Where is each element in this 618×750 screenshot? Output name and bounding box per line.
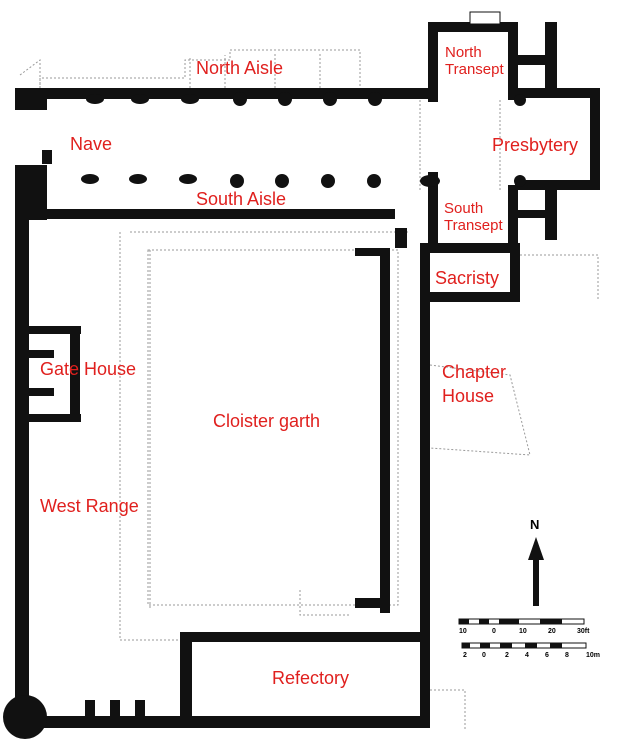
label-sacristy: Sacristy (435, 268, 500, 288)
scale-ft-label-0: 10 (459, 628, 467, 635)
dotted-outlines (19, 49, 599, 730)
north-arrow (528, 537, 544, 606)
scale-m-label-5: 8 (565, 652, 569, 659)
label-north-aisle: North Aisle (196, 58, 284, 78)
label-cloister-garth: Cloister garth (213, 411, 321, 431)
label-presbytery: Presbytery (492, 135, 579, 155)
north-label: N (530, 517, 540, 532)
label-nave: Nave (70, 134, 113, 154)
scale-m-label-6: 10m (586, 652, 601, 659)
scale-m-label-0: 2 (463, 652, 467, 659)
label-north-transept: North Transept (445, 44, 504, 78)
scale-m-label-2: 2 (505, 652, 509, 659)
label-gate-house: Gate House (40, 359, 137, 379)
label-refectory: Refectory (272, 668, 350, 688)
scale-m-label-3: 4 (525, 652, 529, 659)
label-west-range: West Range (40, 496, 139, 516)
scale-m-label-1: 0 (482, 652, 486, 659)
scale-ft-label-1: 0 (492, 628, 496, 635)
label-south-transept: South Transept (444, 200, 503, 234)
scale-bars (458, 618, 587, 649)
label-chapter-house: Chapter House (442, 362, 507, 407)
scale-ft-label-2: 10 (519, 628, 527, 635)
scale-m-label-4: 6 (545, 652, 549, 659)
walls (3, 11, 600, 739)
scale-ft-label-4: 30ft (577, 628, 590, 635)
scale-ft-label-3: 20 (548, 628, 556, 635)
nave-pillars (42, 92, 526, 188)
label-south-aisle: South Aisle (196, 189, 287, 209)
